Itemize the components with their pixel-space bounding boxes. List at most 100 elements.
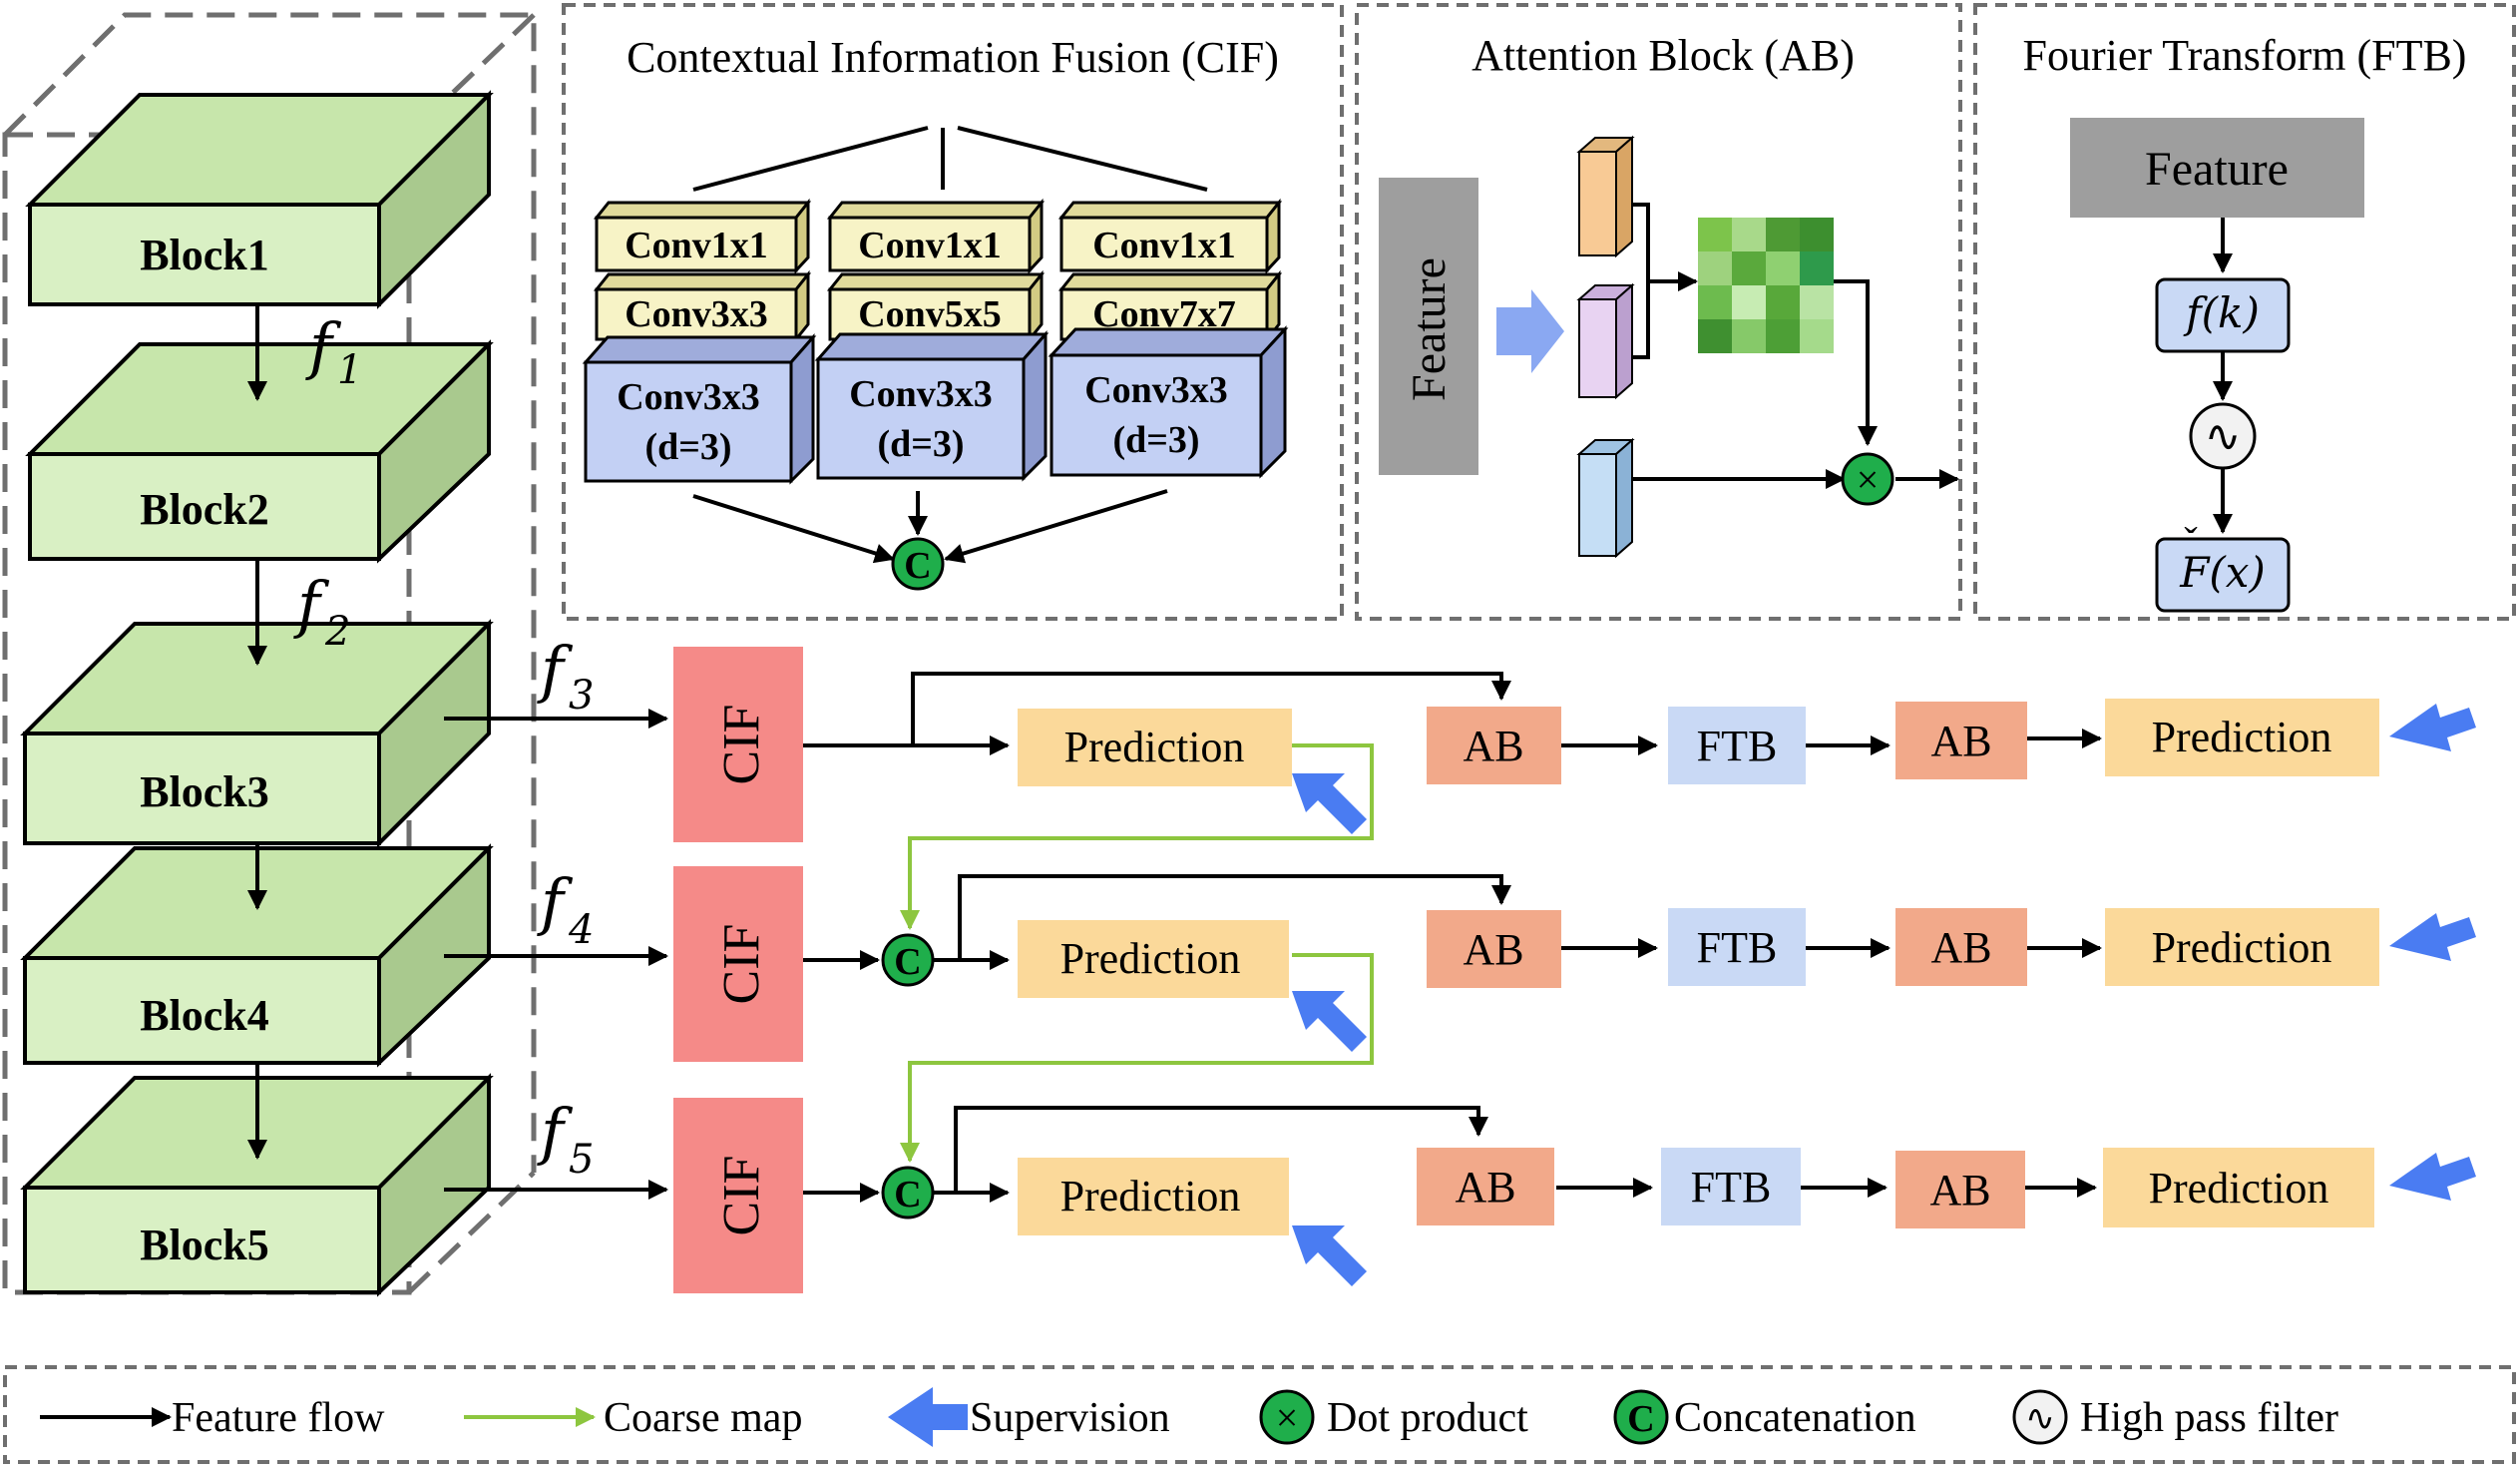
feature-f4-subscript: 4 — [568, 907, 594, 953]
ftb-feature-label: Feature — [2145, 143, 2289, 196]
legend-concatenation-label: Concatenation — [1674, 1395, 1916, 1441]
row1-cif-label: CIF — [713, 705, 770, 785]
heatmap-cell — [1800, 218, 1834, 251]
row2-ftb-label: FTB — [1697, 923, 1778, 972]
heatmap-cell — [1766, 251, 1800, 285]
row1-prediction-2-label: Prediction — [2152, 713, 2332, 761]
ftb-panel-frame — [1973, 3, 2516, 621]
ftb-high-pass-symbol: ∿ — [2205, 412, 2242, 461]
feature-f5-subscript: 5 — [569, 1137, 594, 1183]
feature-label-f4: f 4 — [537, 865, 594, 953]
cif-merge-arrows — [692, 489, 1168, 564]
ftb-fx-label: F(x) — [2179, 548, 2266, 597]
ftb-panel-title: Fourier Transform (FTB) — [2023, 31, 2467, 80]
legend-item-high-pass-filter: ∿ High pass filter — [2012, 1389, 2338, 1445]
heatmap-cell — [1800, 319, 1834, 353]
heatmap-cell — [1732, 218, 1766, 251]
ab-query-bar — [1576, 135, 1635, 258]
legend-dot-product-icon — [1259, 1389, 1315, 1445]
heatmap-cell — [1766, 285, 1800, 319]
ftb-high-pass-node: ∿ — [2189, 402, 2257, 470]
row1-prediction-1-label: Prediction — [1064, 723, 1245, 771]
row3-ftb-label: FTB — [1691, 1163, 1772, 1212]
block-3: Block3 — [20, 619, 494, 848]
block-4: Block4 — [20, 843, 494, 1068]
cif-col3-conv-bottom-2: (d=3) — [1112, 419, 1199, 461]
ftb-fx-arg: (x) — [2209, 548, 2265, 597]
feature-label-f5: f 5 — [537, 1095, 594, 1183]
row2-concat-symbol: C — [894, 941, 921, 983]
row3-ab-1-box — [1417, 1148, 1554, 1225]
supervision-arrows — [1292, 704, 2476, 1286]
row2-concat-node: C — [881, 933, 935, 987]
legend-dot-product-symbol: × — [1276, 1395, 1299, 1440]
pipeline-row-2: CIF C Prediction AB FTB AB Prediction — [673, 866, 2379, 1062]
feature-label-f3: f 3 — [537, 633, 594, 719]
feature-f2-subscript: 2 — [324, 609, 350, 655]
cif-col2-conv-bottom-1: Conv3x3 — [849, 373, 993, 415]
cif-fanout-lines — [692, 126, 1208, 192]
ab-feature-label: Feature — [1403, 257, 1456, 401]
row2-ab-2-label: AB — [1930, 923, 1991, 972]
row2-prediction-2-label: Prediction — [2152, 923, 2332, 972]
ab-input-arrow — [1496, 289, 1564, 373]
row2-prediction-2-box — [2105, 908, 2379, 986]
legend-item-coarse-map: Coarse map — [464, 1395, 802, 1441]
ftb-fk-label: f(k) — [2183, 288, 2260, 337]
row1-ab-2-box — [1895, 702, 2027, 779]
row3-cif-box — [673, 1098, 803, 1293]
ab-panel-title: Attention Block (AB) — [1471, 31, 1855, 80]
row1-prediction-2-box — [2105, 699, 2379, 776]
block-2-label: Block2 — [140, 485, 269, 534]
cif-col2-conv-top: Conv1x1 — [858, 225, 1002, 266]
row3-ab-2-box — [1895, 1151, 2025, 1228]
feature-f1-subscript: 1 — [337, 347, 362, 393]
legend-high-pass-filter-label: High pass filter — [2080, 1395, 2338, 1441]
cif-panel-frame — [562, 3, 1344, 621]
cif-concat-symbol: C — [904, 545, 931, 587]
ab-key-bar — [1576, 282, 1635, 400]
row1-ftb-label: FTB — [1697, 722, 1778, 770]
feature-f3-subscript: 3 — [569, 673, 594, 719]
legend-supervision-arrow-icon — [888, 1387, 968, 1447]
row3-concat-symbol: C — [894, 1174, 921, 1216]
legend-item-supervision: Supervision — [888, 1387, 1170, 1447]
row2-prediction-1-box — [1018, 920, 1289, 998]
block-1: Block1 — [25, 90, 494, 309]
cif-column-2: Conv1x1 Conv5x5 Conv3x3 (d=3) — [814, 198, 1050, 482]
cif-panel-title: Contextual Information Fusion (CIF) — [627, 33, 1279, 82]
coarse-map-arrows — [900, 743, 1374, 1163]
heatmap-cell — [1732, 285, 1766, 319]
ftb-feature-box — [2070, 118, 2364, 218]
row2-cif-box — [673, 866, 803, 1062]
heatmap-cell — [1732, 251, 1766, 285]
cif-col1-conv-top: Conv1x1 — [625, 225, 768, 266]
heatmap-cell — [1698, 285, 1732, 319]
legend-supervision-label: Supervision — [970, 1395, 1170, 1441]
row3-prediction-1-box — [1018, 1158, 1289, 1235]
row2-ab-1-label: AB — [1463, 925, 1523, 974]
row2-prediction-1-label: Prediction — [1060, 934, 1241, 983]
ftb-fx-accent: ˇ — [2184, 519, 2198, 564]
row1-cif-box — [673, 647, 803, 842]
cif-col2-conv-mid: Conv5x5 — [858, 293, 1002, 335]
supervision-arrow-row1-pred2 — [2389, 704, 2476, 751]
row3-ab-1-label: AB — [1455, 1163, 1515, 1212]
cif-col3-conv-bottom-1: Conv3x3 — [1084, 369, 1228, 411]
block-5-label: Block5 — [140, 1221, 269, 1269]
row1-ab-2-label: AB — [1930, 717, 1991, 765]
heatmap-cell — [1698, 319, 1732, 353]
ab-feature-box — [1379, 178, 1478, 475]
ab-dot-product-symbol: × — [1857, 457, 1880, 502]
heatmap-cell — [1800, 251, 1834, 285]
cif-col1-conv-bottom-2: (d=3) — [644, 426, 731, 468]
row3-prediction-1-label: Prediction — [1060, 1172, 1241, 1221]
block-2: Block2 — [25, 339, 494, 564]
supervision-arrow-row2-pred2 — [2389, 913, 2476, 961]
heatmap-cell — [1732, 319, 1766, 353]
row2-ab-2-box — [1895, 908, 2027, 986]
legend-feature-flow-label: Feature flow — [172, 1395, 385, 1441]
cif-column-1: Conv1x1 Conv3x3 Conv3x3 (d=3) — [582, 198, 817, 485]
row3-ab-2-label: AB — [1929, 1166, 1990, 1215]
row3-cif-label: CIF — [713, 1156, 770, 1236]
